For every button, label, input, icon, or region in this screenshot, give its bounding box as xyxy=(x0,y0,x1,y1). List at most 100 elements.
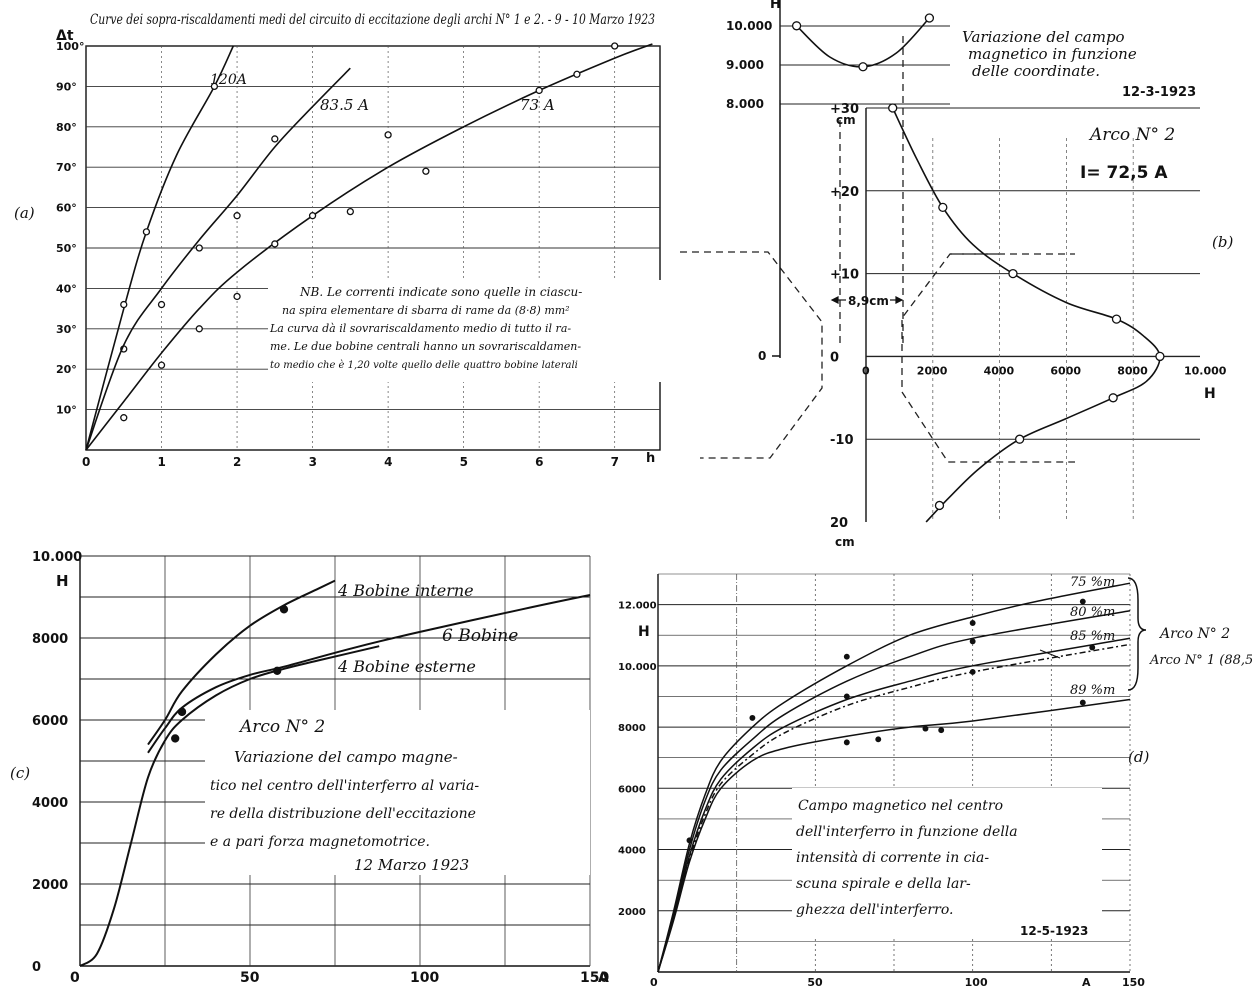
chart-b-inset-ylabel: H xyxy=(770,0,781,12)
data-point-2-1 xyxy=(157,361,166,369)
chart-c-subtitle-3: re della distribuzione dell'eccitazione xyxy=(210,806,476,822)
data-point-1-0 xyxy=(969,638,976,645)
y-tick-label: 90° xyxy=(56,80,77,93)
chart-b-left-zero: 0 xyxy=(758,349,766,363)
chart-a-x-unit: h xyxy=(646,451,655,466)
panel-label-a: (a) xyxy=(14,204,35,222)
y-tick-label: +10 xyxy=(830,268,859,283)
x-tick-label: 1 xyxy=(158,455,166,469)
chart-a-ylabel: Δt xyxy=(56,28,74,44)
chart-c-note: Arco N° 2 Variazione del campo magne- ti… xyxy=(205,710,590,875)
chart-b-gap-arrow xyxy=(830,296,904,304)
data-point-1-0 xyxy=(177,707,187,716)
chart-b-current: I= 72,5 A xyxy=(1080,163,1168,183)
series-line-1 xyxy=(657,609,1131,973)
inset-tick-label: 10.000 xyxy=(726,19,772,33)
data-point-2-8 xyxy=(422,167,430,175)
data-point-1-2 xyxy=(195,244,203,252)
x-tick-label: 6 xyxy=(535,455,543,469)
y-tick-label: 2000 xyxy=(618,907,646,918)
connector-lines xyxy=(680,36,1075,463)
data-point-2-7 xyxy=(384,131,392,139)
chart-b-date: 12-3-1923 xyxy=(1122,85,1196,100)
data-point-0-1 xyxy=(938,202,948,213)
data-point-3-3 xyxy=(938,727,945,734)
note-line-1: NB. Le correnti indicate sono quelle in … xyxy=(299,285,582,299)
x-tick-label: 50 xyxy=(240,970,260,986)
note-line-5: to medio che è 1,20 volte quello delle q… xyxy=(270,360,578,371)
x-tick-label: 100 xyxy=(965,976,988,989)
data-point-2-11 xyxy=(611,42,619,50)
series-label-esterne: 4 Bobine esterne xyxy=(337,657,476,676)
data-point-1-4 xyxy=(233,212,241,220)
series-line-0 xyxy=(891,107,1161,523)
data-point-2-9 xyxy=(535,86,543,95)
inset-point xyxy=(858,62,868,72)
y-tick-label: 4000 xyxy=(32,796,68,811)
note-line-3: La curva dà il sovrariscaldamento medio … xyxy=(269,322,571,335)
chart-c-date: 12 Marzo 1923 xyxy=(354,856,469,874)
x-tick-label: 0 xyxy=(650,976,658,989)
inset-curve xyxy=(796,17,930,68)
series-label-80: 80 %m xyxy=(1070,605,1115,620)
x-tick-label: 8000 xyxy=(1117,364,1148,377)
chart-a-grid xyxy=(85,45,661,451)
y-tick-label: 10.000 xyxy=(618,662,657,673)
y-tick-label: +20 xyxy=(830,185,859,200)
x-tick-label: 5 xyxy=(460,455,468,469)
chart-b-title-2: magnetico in funzione xyxy=(968,45,1137,63)
data-point-2-2 xyxy=(1089,644,1096,651)
data-point-0-3 xyxy=(1111,314,1122,324)
series-line-2 xyxy=(657,637,1131,973)
chart-b-series xyxy=(888,103,1165,523)
series-label-85: 85 %m xyxy=(1070,629,1115,644)
series-label-73a: 73 A xyxy=(520,96,555,114)
y-tick-label: +30 xyxy=(830,102,859,117)
y-tick-label: -10 xyxy=(830,433,854,448)
data-point-2-3 xyxy=(233,292,241,301)
data-point-2-2 xyxy=(195,325,203,333)
data-point-2-1 xyxy=(273,666,282,675)
y-tick-label: 4000 xyxy=(618,846,646,857)
x-tick-label: 0 xyxy=(70,970,80,986)
series-label-83a: 83.5 A xyxy=(320,96,369,114)
data-point-2-0 xyxy=(120,414,128,422)
data-point-2-0 xyxy=(171,734,180,743)
chart-c-x-unit: A xyxy=(598,970,609,986)
data-point-0-7 xyxy=(934,500,945,511)
chart-a-note: NB. Le correnti indicate sono quelle in … xyxy=(268,280,668,382)
data-point-2-4 xyxy=(271,240,279,248)
y-tick-label: 50° xyxy=(56,242,77,255)
series-line-2 xyxy=(85,43,653,451)
chart-d-bracket-label: Arco N° 2 xyxy=(1158,626,1230,642)
inset-point xyxy=(924,13,935,23)
series-label-6-bobine: 6 Bobine xyxy=(442,626,518,646)
series-line-3 xyxy=(657,698,1131,973)
x-tick-label: 100 xyxy=(410,970,439,986)
data-point-0-2 xyxy=(843,653,850,660)
chart-d-series xyxy=(657,582,1131,973)
chart-b-xlabel: H xyxy=(1204,386,1216,402)
data-point-0-6 xyxy=(1014,434,1025,444)
chart-d-note-1: Campo magnetico nel centro xyxy=(798,798,1003,814)
y-tick-label: 0 xyxy=(32,960,41,975)
chart-c-series xyxy=(79,579,591,967)
data-point-1-1 xyxy=(157,300,166,309)
x-tick-label: 2 xyxy=(233,455,241,469)
x-tick-label: 150 xyxy=(1122,976,1145,989)
y-tick-label: 60° xyxy=(56,202,77,215)
data-point-3-0 xyxy=(843,739,850,746)
y-tick-label: 12.000 xyxy=(618,601,657,612)
series-line-4 xyxy=(657,643,1131,973)
data-point-0-1 xyxy=(279,605,289,614)
x-tick-label: 0 xyxy=(862,364,870,377)
y-tick-label: 10° xyxy=(56,404,77,417)
chart-c-subtitle-1: Variazione del campo magne- xyxy=(234,748,458,766)
chart-a-series xyxy=(85,42,653,451)
